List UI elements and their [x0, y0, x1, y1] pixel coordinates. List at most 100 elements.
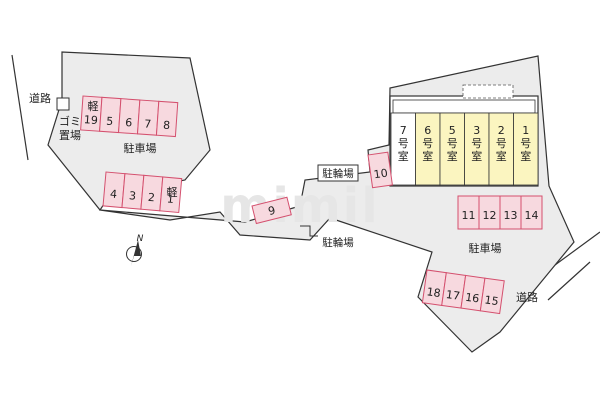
bike-parking-south-mark: [300, 225, 318, 237]
room-label: 1: [522, 124, 529, 137]
room-label: 号: [422, 137, 433, 150]
parking-west-label: 駐車場: [124, 141, 157, 155]
parking-spot-number: 7: [144, 117, 152, 130]
parking-spot-number: 17: [445, 288, 461, 303]
room-label: 号: [496, 137, 507, 150]
road-label-east: 道路: [516, 290, 538, 304]
parking-spot-number: 11: [462, 209, 476, 222]
room-label: 5: [449, 124, 456, 137]
parking-row: 11 12 13 14: [457, 195, 543, 230]
parking-spot-box: [159, 176, 183, 214]
parking-row: 10: [367, 151, 393, 189]
watermark: mimil: [220, 178, 379, 234]
parking-spot-1: 1: [159, 176, 183, 214]
light-car-label-1: 軽: [167, 186, 178, 199]
garbage-label-1: ゴミ: [59, 114, 81, 128]
parking-spot-2: 2: [140, 174, 164, 212]
parking-spot-number: 3: [128, 189, 136, 203]
room-label: 号: [471, 137, 482, 150]
garbage-area: ゴミ 置場: [56, 97, 81, 142]
room-label: 室: [447, 149, 458, 163]
parking-spot-15: 15: [479, 277, 505, 315]
parking-spot-3: 3: [121, 173, 145, 210]
parking-spot-number: 5: [106, 115, 114, 128]
parking-spot-number: 2: [147, 191, 155, 205]
parking-spot-9: 9: [251, 196, 292, 225]
room-1: 1号室: [513, 112, 539, 186]
room-label: 室: [422, 149, 433, 163]
parking-spot-12: 12: [478, 195, 501, 230]
parking-spot-4: 4: [102, 171, 126, 209]
room-7: 7号室: [390, 112, 416, 186]
room-label: 号: [447, 137, 458, 150]
room-3: 3号室: [464, 112, 490, 186]
room-label: 号: [520, 137, 531, 150]
compass-circle: [126, 246, 142, 262]
road-label-west: 道路: [29, 91, 51, 105]
bike-parking: 駐輪場 駐輪場: [300, 164, 359, 249]
room-label: 3: [473, 124, 480, 137]
parking-spot-number: 18: [426, 285, 442, 300]
north-arrow-icon: [131, 240, 141, 266]
parking-spot-box: [479, 277, 505, 315]
parking-east-label: 駐車場: [469, 241, 502, 255]
garbage-label-2: 置場: [59, 129, 81, 142]
parking-spot-number: 15: [484, 293, 500, 308]
parking-spot-number: 8: [163, 119, 171, 132]
parking-spot-number: 6: [125, 116, 133, 129]
parking-spot-11: 11: [457, 195, 480, 230]
parking-spot-19: 19: [80, 95, 103, 132]
room-cell: [513, 112, 539, 186]
building-corridor: [392, 99, 536, 114]
parking-spot-17: 17: [441, 272, 467, 309]
parking-spot-number: 16: [464, 291, 480, 306]
parking-spot-7: 7: [136, 99, 160, 136]
parking-spot-number: 14: [525, 209, 539, 222]
room-6: 6号室: [415, 112, 441, 186]
room-label: 室: [520, 149, 531, 163]
garbage-box: [56, 97, 70, 111]
parking-spot-6: 6: [118, 98, 141, 135]
parking-spot-number: 12: [483, 209, 497, 222]
compass: N: [126, 234, 144, 266]
parking-spot-14: 14: [520, 195, 543, 230]
room-label: 2: [498, 124, 505, 137]
parking-spot-number: 9: [267, 204, 277, 218]
room-label: 号: [398, 137, 409, 150]
parking-spot-number: 1: [166, 192, 174, 206]
light-car-label-19: 軽: [88, 100, 99, 113]
parking-spot-number: 10: [373, 166, 389, 181]
room-5: 5号室: [439, 112, 465, 186]
room-2: 2号室: [488, 112, 514, 186]
parking-spot-10: 10: [367, 151, 393, 189]
parking-spot-number: 4: [110, 187, 118, 201]
room-cell: [390, 112, 416, 186]
room-cell: [415, 112, 441, 186]
room-label: 室: [398, 149, 409, 163]
parking-spot-box: [155, 100, 179, 138]
room-label: 室: [471, 149, 482, 163]
parking-spot-5: 5: [99, 96, 122, 134]
room-label: 7: [400, 124, 407, 137]
bike-parking-south-label: 駐輪場: [322, 236, 354, 249]
building-roof-dashed: [462, 84, 514, 99]
parking-spot-number: 13: [504, 209, 518, 222]
parking-spot-box: [367, 151, 393, 189]
parking-spot-8: 8: [155, 100, 179, 138]
compass-n-label: N: [137, 234, 144, 244]
parking-spot-box: [520, 195, 543, 230]
bike-parking-north-box: [317, 164, 359, 182]
parking-spot-number: 19: [83, 113, 98, 127]
room-label: 室: [496, 149, 507, 163]
parking-spot-13: 13: [499, 195, 522, 230]
room-cell: [464, 112, 490, 186]
parking-row: 9: [251, 196, 292, 225]
bike-parking-north-label: 駐輪場: [322, 167, 354, 180]
